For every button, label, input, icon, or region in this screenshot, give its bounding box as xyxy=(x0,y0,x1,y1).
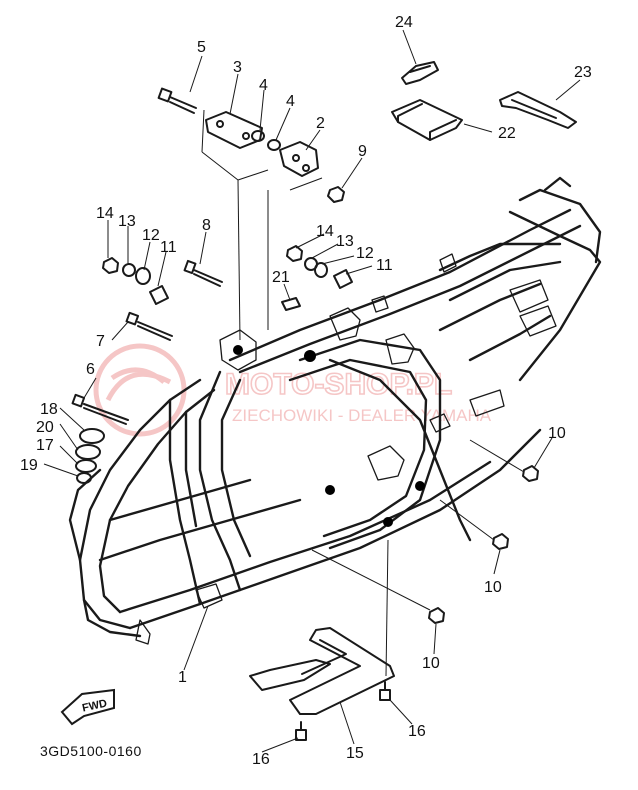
watermark: MOTO-SHOP.PL ZIECHOWIKI - DEALER YAMAHA xyxy=(93,343,492,437)
callout-21[interactable]: 21 xyxy=(272,269,290,286)
part-17-washer[interactable] xyxy=(75,459,97,473)
drawing-code: 3GD5100-0160 xyxy=(40,743,142,759)
callout-10b[interactable]: 10 xyxy=(484,579,502,596)
part-13-washer-left[interactable] xyxy=(122,263,136,277)
callout-19[interactable]: 19 xyxy=(20,457,38,474)
callout-13-left[interactable]: 13 xyxy=(118,213,136,230)
part-11-damper-left[interactable] xyxy=(149,285,169,305)
fwd-label: FWD xyxy=(81,698,108,715)
callout-11-right[interactable]: 11 xyxy=(376,257,393,274)
callout-4b[interactable]: 4 xyxy=(286,93,295,110)
callout-2[interactable]: 2 xyxy=(316,115,325,132)
part-16-bolt-a[interactable] xyxy=(379,681,391,701)
part-4-bushing-a[interactable] xyxy=(251,130,265,142)
callout-8[interactable]: 8 xyxy=(202,217,211,234)
part-14-nut-left[interactable] xyxy=(102,257,119,274)
leader-lines xyxy=(43,29,581,753)
callout-14-left[interactable]: 14 xyxy=(96,205,114,222)
part-10-nut-b[interactable] xyxy=(492,533,509,550)
part-4-bushing-b[interactable] xyxy=(267,139,281,151)
part-12-collar-left[interactable] xyxy=(135,267,151,285)
part-7-bolt[interactable] xyxy=(125,311,173,341)
callout-18[interactable]: 18 xyxy=(40,401,58,418)
callout-9[interactable]: 9 xyxy=(358,143,367,160)
callout-11-left[interactable]: 11 xyxy=(160,239,177,256)
callout-15[interactable]: 15 xyxy=(346,745,364,762)
part-22-pad[interactable] xyxy=(391,99,463,141)
part-8-bolt[interactable] xyxy=(183,259,223,287)
part-5-bolt[interactable] xyxy=(157,87,197,114)
part-11-damper-right[interactable] xyxy=(333,269,353,289)
callout-20[interactable]: 20 xyxy=(36,419,54,436)
callout-10a[interactable]: 10 xyxy=(548,425,566,442)
part-10-nut-c[interactable] xyxy=(428,607,445,624)
callout-4a[interactable]: 4 xyxy=(259,77,268,94)
part-23-strap[interactable] xyxy=(499,91,577,129)
callout-labels: 24 23 22 5 3 4 4 2 9 14 13 12 11 8 14 13… xyxy=(20,14,592,768)
bracket-group-outline xyxy=(201,109,323,341)
callout-6[interactable]: 6 xyxy=(86,361,95,378)
part-6-bolt[interactable] xyxy=(71,393,129,425)
callout-5[interactable]: 5 xyxy=(197,39,206,56)
part-20-damper[interactable] xyxy=(75,444,101,460)
part-15-skid-plate-bracket[interactable] xyxy=(249,627,395,715)
part-21-label[interactable] xyxy=(281,297,301,311)
part-3-engine-bracket[interactable] xyxy=(205,111,263,149)
part-10-nut-a[interactable] xyxy=(522,465,539,482)
part-1-main-frame[interactable] xyxy=(68,176,602,645)
fwd-arrow-icon: FWD xyxy=(60,688,115,726)
callout-12-left[interactable]: 12 xyxy=(142,227,160,244)
callout-13-right[interactable]: 13 xyxy=(336,233,354,250)
callout-14-right[interactable]: 14 xyxy=(316,223,334,240)
watermark-subtitle: ZIECHOWIKI - DEALER YAMAHA xyxy=(232,406,492,425)
callout-23[interactable]: 23 xyxy=(574,64,592,81)
callout-24[interactable]: 24 xyxy=(395,14,413,31)
callout-7[interactable]: 7 xyxy=(96,333,105,350)
callout-16a[interactable]: 16 xyxy=(252,751,270,768)
part-18-collar[interactable] xyxy=(79,428,105,444)
callout-12-right[interactable]: 12 xyxy=(356,245,374,262)
callout-16b[interactable]: 16 xyxy=(408,723,426,740)
callout-3[interactable]: 3 xyxy=(233,59,242,76)
callout-17[interactable]: 17 xyxy=(36,437,54,454)
part-2-engine-bracket[interactable] xyxy=(279,141,319,177)
part-14-nut-right[interactable] xyxy=(286,245,303,262)
part-9-nut[interactable] xyxy=(327,186,345,203)
callout-22[interactable]: 22 xyxy=(498,125,516,142)
part-12-collar-right[interactable] xyxy=(314,262,328,278)
watermark-title: MOTO-SHOP.PL xyxy=(225,368,452,401)
callout-10c[interactable]: 10 xyxy=(422,655,440,672)
part-24-bracket[interactable] xyxy=(401,61,439,85)
callout-1[interactable]: 1 xyxy=(178,669,187,686)
part-16-bolt-b[interactable] xyxy=(295,721,307,741)
